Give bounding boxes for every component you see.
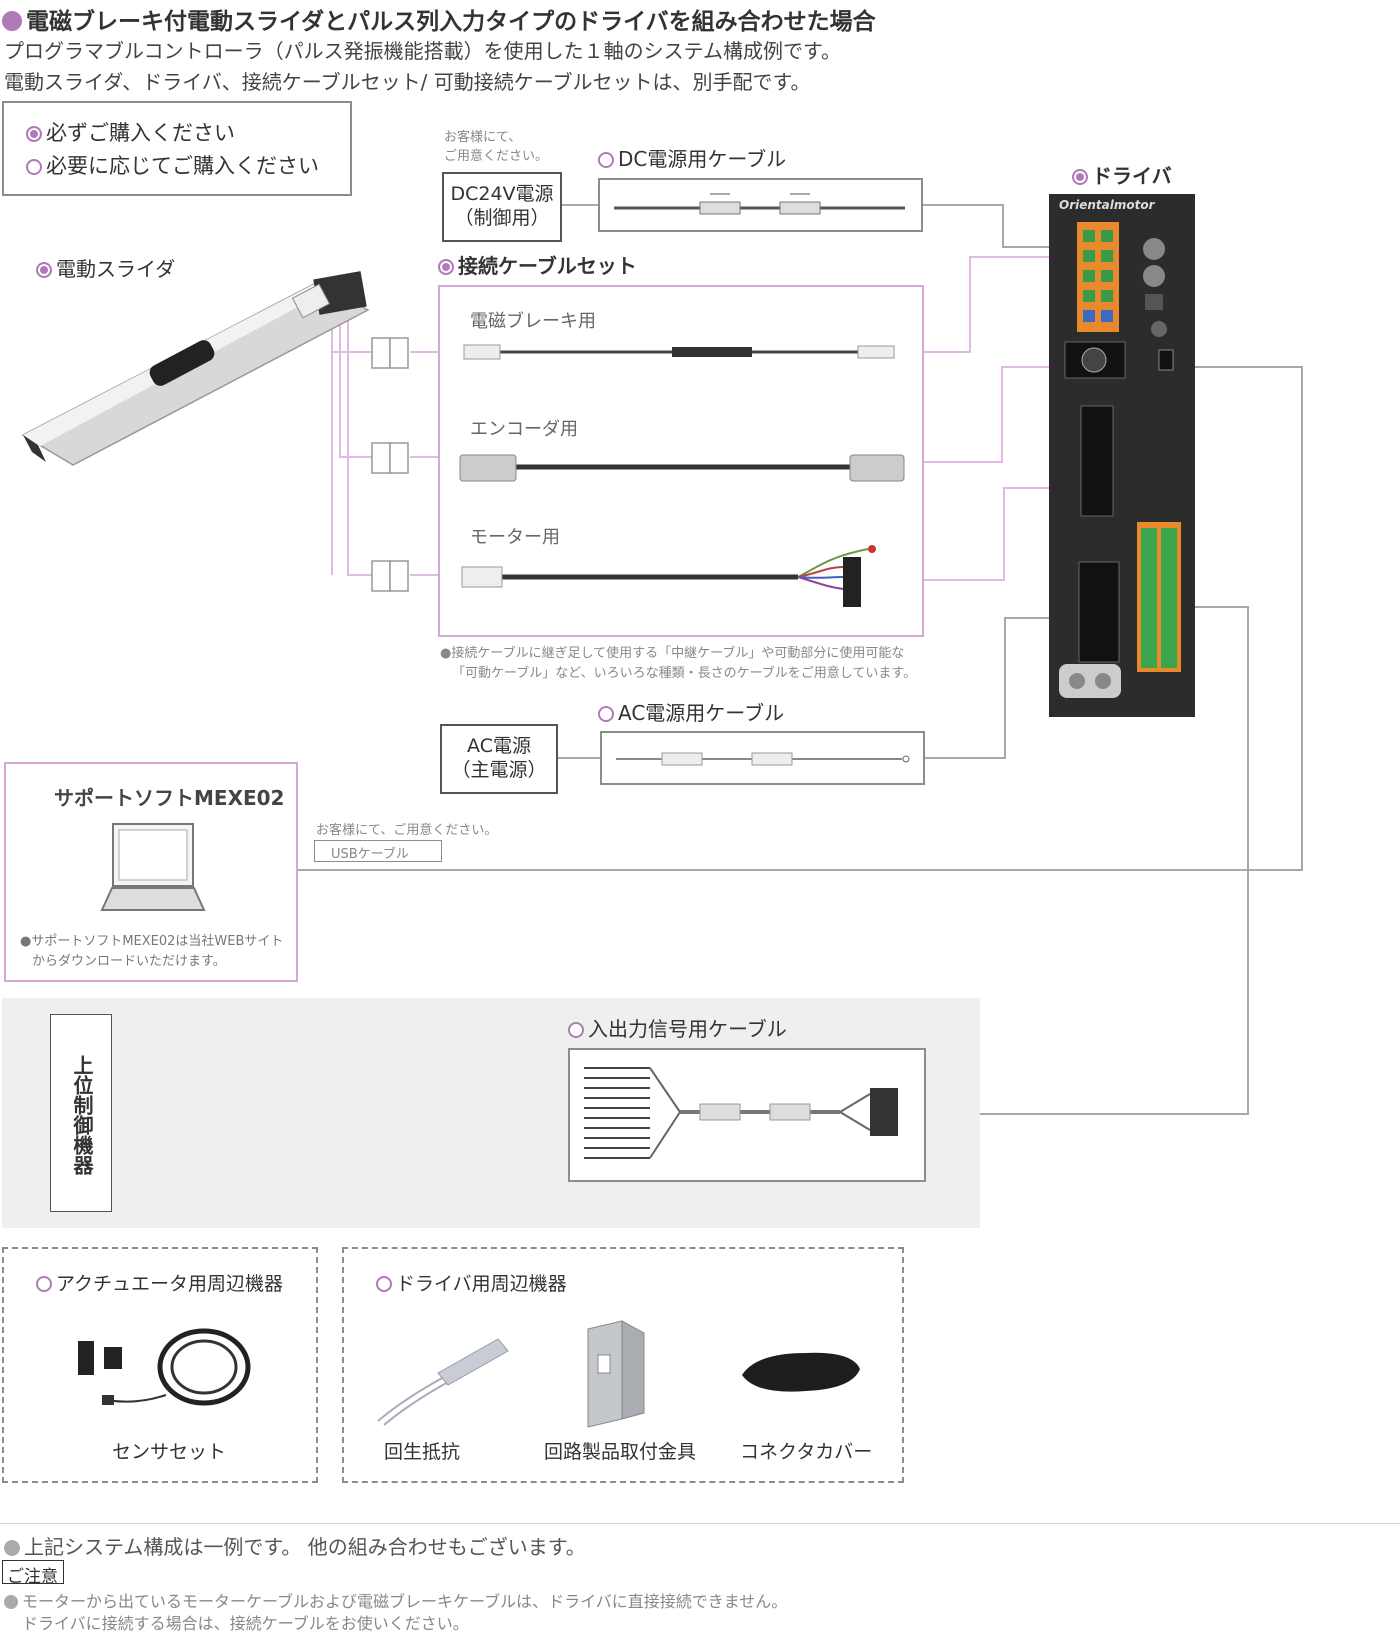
dc-cable-box [598, 178, 923, 232]
dc-power-box: DC24V電源 （制御用） [442, 172, 562, 242]
usb-cable-label: USBケーブル [331, 847, 409, 862]
io-cable-illustration [584, 1067, 898, 1159]
io-cable-label: 入出力信号用ケーブル [568, 1013, 787, 1042]
filled-circle-icon [36, 262, 52, 278]
footer-divider [0, 1523, 1400, 1524]
regenerative-resistor-label: 回生抵抗 [384, 1441, 461, 1463]
driver-panel [1059, 222, 1181, 698]
dc-cable-label: DC電源用ケーブル [598, 143, 786, 172]
title-text: 電磁ブレーキ付電動スライダとパルス列入力タイプのドライバを組み合わせた場合 [26, 9, 876, 35]
cable-set-note: ●接続ケーブルに継ぎ足して使用する「中継ケーブル」や可動部分に使用可能な 「可動… [440, 646, 917, 681]
io-cable-box [568, 1048, 926, 1182]
legend-optional: 必要に応じてご購入ください [26, 150, 319, 180]
driver-peripherals-title: ドライバ用周辺機器 [376, 1269, 567, 1296]
driver-peripherals-box: ドライバ用周辺機器 回生抵抗 回路製品取付金具 コネクタカバー [342, 1247, 904, 1483]
ac-cable-illustration [616, 752, 910, 766]
connector-cover-image [742, 1352, 860, 1392]
connector-cover-label: コネクタカバー [740, 1441, 873, 1463]
mounting-bracket-image [587, 1320, 645, 1428]
caution-line-1: モーターから出ているモーターケーブルおよび電磁ブレーキケーブルは、ドライバに直接… [4, 1588, 787, 1612]
ac-cable-label: AC電源用ケーブル [598, 697, 784, 726]
caution-line-2: ドライバに接続する場合は、接続ケーブルをお使いください。 [22, 1614, 469, 1633]
line-brake-driver [924, 256, 1082, 353]
filled-circle-icon [438, 259, 454, 275]
regenerative-resistor-image [377, 1338, 509, 1426]
line-encoder-driver [924, 366, 1092, 463]
actuator-peripherals-box: アクチュエータ用周辺機器 センサセット [2, 1247, 318, 1483]
host-label: 上位制御機器 [70, 1055, 94, 1175]
support-title: サポートソフトMEXE02 [54, 786, 285, 810]
filled-circle-icon [26, 126, 42, 142]
support-note: ●サポートソフトMEXE02は当社WEBサイト からダウンロードいただけます。 [20, 934, 284, 969]
hollow-circle-icon [598, 706, 614, 722]
hollow-circle-icon [568, 1022, 584, 1038]
cable-motor-illustration [461, 545, 876, 607]
laptop-icon [100, 823, 206, 911]
slider-label: 電動スライダ [36, 253, 175, 282]
hollow-circle-icon [26, 159, 42, 175]
driver-label: ドライバ [1072, 160, 1172, 189]
driver-brand-logo: Orientalmotor [1059, 198, 1155, 212]
driver-unit: Orientalmotor [1049, 194, 1195, 717]
ac-cable-box [600, 731, 925, 785]
actuator-peripherals-title: アクチュエータ用周辺機器 [36, 1269, 283, 1296]
cable-encoder-illustration [459, 454, 905, 482]
dc-cable-illustration [614, 193, 905, 215]
page-title: 電磁ブレーキ付電動スライダとパルス列入力タイプのドライバを組み合わせた場合 [2, 2, 876, 36]
support-software-box: サポートソフトMEXE02 ●サポートソフトMEXE02は当社WEBサイト から… [4, 762, 298, 982]
hollow-circle-icon [598, 152, 614, 168]
line-slider-encoder [339, 302, 372, 458]
usb-note: お客様にて、ご用意ください。 [316, 823, 498, 838]
line-io [926, 606, 1249, 1115]
sensor-set-label: センサセット [112, 1441, 227, 1463]
host-box: 上位制御機器 [50, 1014, 112, 1212]
cable-set-box: 電磁ブレーキ用 エンコーダ用 モーター用 [438, 285, 924, 637]
sensor-set-image [78, 1328, 251, 1406]
line-dc-driver [923, 204, 1080, 248]
legend-box: 必ずご購入ください 必要に応じてご購入ください [2, 101, 352, 196]
mounting-bracket-label: 回路製品取付金具 [544, 1441, 697, 1463]
line-usb [298, 366, 1303, 871]
hollow-circle-icon [376, 1276, 392, 1292]
filled-circle-icon [1072, 169, 1088, 185]
slider-image [21, 271, 370, 466]
intro-line-2: 電動スライダ、ドライバ、接続ケーブルセット/ 可動接続ケーブルセットは、別手配で… [4, 70, 811, 94]
line-slider-motor [347, 302, 372, 576]
bullet-icon [2, 11, 22, 31]
legend-required: 必ずご購入ください [26, 117, 235, 147]
footer-note: 上記システム構成は一例です。 他の組み合わせもございます。 [4, 1531, 586, 1560]
bullet-icon [4, 1595, 18, 1609]
cable-brake-label: 電磁ブレーキ用 [470, 311, 596, 332]
cable-brake-illustration [463, 344, 895, 360]
line-motor-driver [924, 487, 1088, 581]
bullet-icon [4, 1540, 20, 1556]
caution-badge: ご注意 [2, 1560, 64, 1587]
dc-note: お客様にて、 ご用意ください。 [444, 130, 549, 164]
cable-set-label: 接続ケーブルセット [438, 250, 637, 279]
hollow-circle-icon [36, 1276, 52, 1292]
cable-encoder-label: エンコーダ用 [470, 419, 578, 440]
usb-cable-box: USBケーブル [314, 840, 442, 862]
line-ac-driver [925, 617, 1080, 759]
cable-motor-label: モーター用 [470, 527, 560, 548]
intro-line-1: プログラマブルコントローラ（パルス発振機能搭載）を使用した１軸のシステム構成例で… [4, 39, 841, 63]
ac-power-box: AC電源 （主電源） [440, 724, 558, 794]
